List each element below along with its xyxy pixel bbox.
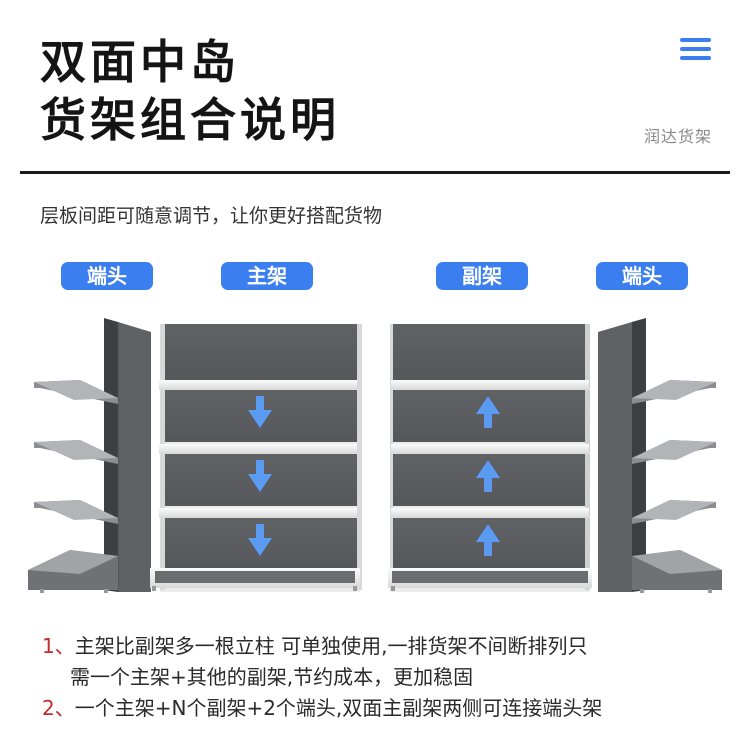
label-right-end-cap: 端头 bbox=[596, 262, 688, 290]
page-title-line-1: 双面中岛 bbox=[40, 35, 240, 89]
shelf-illustration bbox=[28, 318, 722, 593]
note-1-text: 主架比副架多一根立柱 可单独使用,一排货架不间断排列只 bbox=[74, 634, 588, 658]
subtitle: 层板间距可随意调节，让你更好搭配货物 bbox=[40, 205, 383, 227]
note-1-line-2: 需一个主架+其他的副架,节约成本，更加稳固 bbox=[70, 661, 473, 690]
note-2-number: 2、 bbox=[42, 696, 75, 720]
left-end-cap-unit bbox=[28, 318, 151, 593]
note-1-line-1: 1、主架比副架多一根立柱 可单独使用,一排货架不间断排列只 bbox=[42, 630, 587, 659]
label-sub-shelf: 副架 bbox=[436, 262, 528, 290]
note-2-text: 一个主架+N个副架+2个端头,双面主副架两侧可连接端头架 bbox=[74, 696, 603, 720]
brand-name: 润达货架 bbox=[643, 127, 712, 146]
main-shelf-unit bbox=[150, 324, 362, 592]
right-end-cap-unit bbox=[598, 318, 722, 593]
label-left-end-cap: 端头 bbox=[61, 262, 153, 290]
header-divider bbox=[20, 171, 730, 174]
down-arrow-icon bbox=[248, 396, 272, 556]
note-1-number: 1、 bbox=[42, 634, 75, 658]
page-title-line-2: 货架组合说明 bbox=[40, 93, 340, 147]
sub-shelf-unit bbox=[388, 324, 592, 592]
hamburger-menu-icon[interactable] bbox=[680, 38, 711, 60]
up-arrow-icon bbox=[476, 396, 500, 556]
label-main-shelf: 主架 bbox=[221, 262, 313, 290]
note-2: 2、一个主架+N个副架+2个端头,双面主副架两侧可连接端头架 bbox=[42, 692, 602, 721]
note-1-text-cont: 需一个主架+其他的副架,节约成本，更加稳固 bbox=[70, 665, 474, 689]
